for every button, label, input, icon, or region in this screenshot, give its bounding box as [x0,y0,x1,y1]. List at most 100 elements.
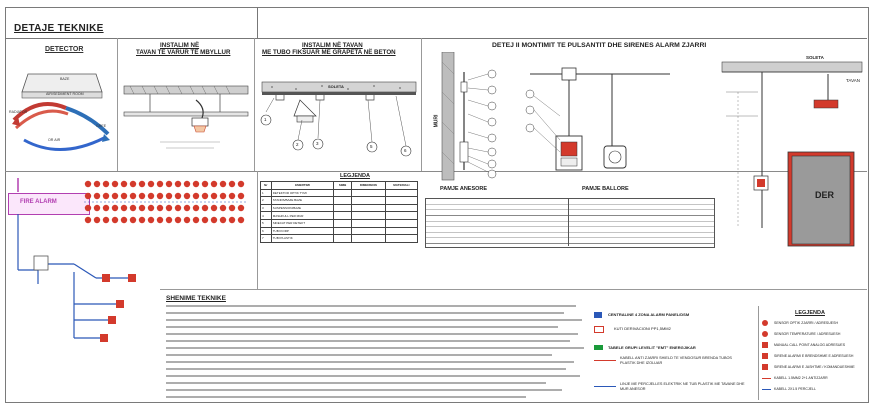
concrete-callout-2: 2 [296,142,299,147]
montage-view-side: PAMJE ANESORE [440,186,488,192]
notes-title: SHENIME TEKNIKE [166,295,226,302]
montage-side-view [441,52,497,181]
symbol-junction-icon [594,326,604,333]
legend-item-5: KABELL 1.5MM2 2+1 ANTIZJARR [774,376,828,380]
right-legend-border [758,306,865,400]
legend-item-2: MANUAL CALL POINT ANALOG ADRESUES [774,343,846,347]
detector-title: DETECTOR [45,46,84,53]
fire-alarm-panel-label: FIRE ALARM [20,199,57,205]
notes-line [166,389,562,391]
concrete-callout-1: 1 [264,117,267,122]
col-simb: SIMB [333,181,352,190]
symbol-panel-icon [594,312,602,318]
symbol-group-icon [594,345,603,350]
detector-label-radiator: RADIATOR [9,110,28,114]
montage-title: DETEJ II MONTIMIT TE PULSANTIT DHE SIREN… [492,42,707,49]
concrete-callout-5: 5 [370,144,373,149]
symbol-junction-text: KUTI DERIVACIONI PP1,5MM2 [614,326,671,331]
heat-sensor-icon [762,331,768,337]
section-divider-a [117,38,118,171]
concrete-callout-3: 3 [316,141,319,146]
symbol-group-text: TABELE GRUPI LEVELIT "EMT" ENERGJIKAR [608,345,696,350]
concrete-diagram [260,81,417,157]
notes-line [166,312,564,314]
title-cell-divider [257,7,258,38]
montage-wall-label: MURI [433,114,440,128]
legend-item-3: SIRENE ALARMI E BRENDSHME E ADRESUESH [774,354,854,358]
symbol-fire-cable-text: KABELL ANTI ZJARRI SHIELD TE VENDOSUR BR… [620,356,732,365]
notes-line [166,326,558,328]
plan-divider [257,171,258,289]
notes-line [166,305,576,307]
notes-text-block [166,305,586,403]
symbol-wire-text: LINJE ME PERCJELLES ELEKTRIK NE TUB PLAS… [620,382,745,391]
ceiling-diagram [123,85,249,149]
symbol-panel-text: CENTRALINE 4 ZONA ALARM PANEL/DSM [608,312,690,317]
notes-line [166,375,580,377]
notes-line [166,340,570,342]
montage-view-front: PAMJE BALLORE [582,186,629,192]
notes-line [166,319,582,321]
right-legend-title: LEGJENDA [795,310,825,316]
montage-door-label: DER [815,190,835,200]
header-divider [5,38,867,39]
legend-item-4: SIRENE ALARMI E JASHTME / KOMANDUESHME [774,365,855,369]
cell-nr: 2 [260,196,272,205]
col-emertimi: EMERTIMI [270,181,335,190]
col-materiali: MATERIALI [384,181,419,190]
section-divider-c [421,38,422,171]
cell-name: TUBI KORP [270,226,335,236]
symbol-wire-line [594,386,616,387]
smoke-sensor-icon [762,320,768,326]
detector-label-gree: GREE [96,124,107,128]
concrete-slab-label: SOLETA [328,84,344,89]
symbol-fire-cable-line [594,360,616,361]
concrete-title-2: ME TUBO FIKSUAR ME GRAPETA NË BETON [262,49,396,56]
sheet-border [5,7,869,403]
wire-cable-icon [762,389,771,390]
detector-label-base: BAZE [60,77,70,81]
ceiling-title-2: TAVAN TË VARUR TË MBYLLUR [136,49,231,56]
detector-diagram [12,73,110,151]
external-siren-icon [762,364,768,370]
notes-line [166,333,578,335]
call-point-icon [762,342,768,348]
detector-label-or-air: OR AIR [48,138,61,142]
montage-front-view [525,67,670,171]
legend-item-0: SENSOR OPTIK ZJARRI / ADRESUESH [774,321,838,325]
notes-line [166,368,566,370]
legend-table-header: Nr EMERTIMI SIMB DIMENSION MATERIALI [260,181,419,190]
internal-siren-icon [762,353,768,359]
symbol-legend: CENTRALINE 4 ZONA ALARM PANEL/DSM KUTI D… [594,312,754,404]
legend-item-6: KABELL 2X1.5 PERCJELL [774,387,816,391]
ceiling-title-1: INSTALIM NË [160,42,200,49]
page-title: DETAJE TEKNIKE [14,23,104,34]
cell-nr: 1 [260,188,272,198]
montage-spec-table [425,198,715,248]
cell-nr: 6 [260,226,272,236]
floor-plan-wiring [17,178,246,342]
cell-nr: 5 [260,218,272,228]
montage-slab-label: SOLETA [806,55,824,60]
cell-name: STANDS/BAZE BAZE [270,196,335,205]
notes-line [166,396,526,398]
montage-spec-table-divider [568,198,569,246]
cell-name: DETEKTOR OPTIK TYMI [270,188,335,198]
cell-nr: 7 [260,234,272,243]
cell-name: SUSPENSION/BAZE [270,203,335,213]
col-nr: Nr [260,181,272,190]
cell-nr: 3 [260,203,272,213]
concrete-title-1: INSTALIM NË TAVAN [302,42,363,49]
legend-table-title: LEGJENDA [340,173,370,179]
notes-line [166,382,546,384]
notes-line [166,361,574,363]
